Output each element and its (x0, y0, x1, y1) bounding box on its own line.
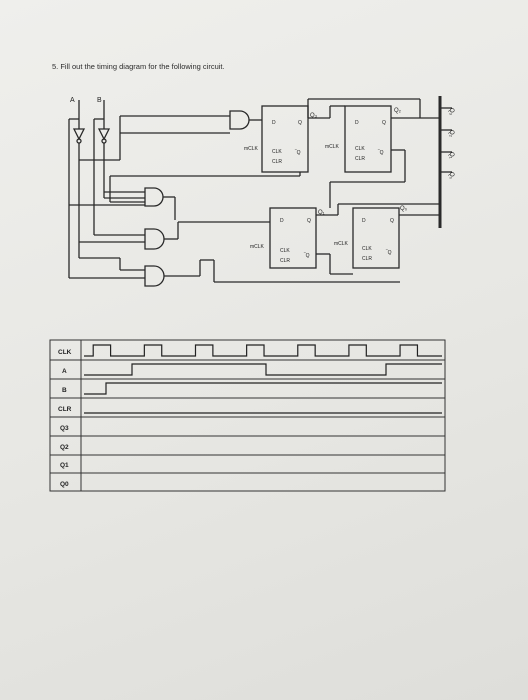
ff-q3-output-label: Q₃ (310, 113, 318, 119)
ff-q1-clr-label: CLR (280, 258, 290, 264)
bus-output-q1-label: Q₁ (448, 152, 454, 159)
ff-q3-clk-label: CLK (272, 149, 282, 155)
ff-q1-output-label: Q₁ (318, 210, 325, 216)
ff-q1-d-label: D (280, 218, 284, 224)
timing-table-border (49, 339, 446, 492)
ff-q3-q-label: Q (298, 120, 302, 126)
ff-q2-d-label: D (355, 120, 359, 126)
ff-q3-d-label: D (272, 120, 276, 126)
ff-q0-q-label: Q (390, 218, 394, 224)
flipflop-q2 (344, 105, 392, 173)
ff-q0-d-label: D (362, 218, 366, 224)
and-gate-3 (144, 265, 165, 287)
flipflop-q1 (269, 207, 317, 269)
input-b-label: B (97, 97, 102, 104)
signal-label-q3: Q3 (60, 425, 69, 432)
ff-q0-mclk-label: mCLK (334, 241, 349, 247)
signal-label-a: A (62, 368, 67, 375)
ff-q3-qbar-label: ‾Q (294, 149, 301, 156)
bus-output-q0-label: Q₀ (448, 172, 454, 180)
bus-output-q3-label: Q₃ (448, 108, 454, 116)
ff-q0-clk-label: CLK (362, 246, 372, 252)
ff-q1-mclk-label: mCLK (250, 244, 265, 250)
ff-q0-output-label: Q₀ (400, 206, 408, 212)
ff-q1-qbar-label: ‾Q (303, 252, 310, 259)
and-gate-top (229, 110, 250, 130)
ff-q2-qbar-label: ‾Q (377, 149, 384, 156)
ff-q1-clk-label: CLK (280, 248, 290, 254)
ff-q0-qbar-label: ‾Q (385, 249, 392, 256)
ff-q2-clk-label: CLK (355, 146, 365, 152)
problem-title: 5. Fill out the timing diagram for the f… (52, 62, 225, 71)
input-a-label: A (70, 97, 75, 104)
flipflop-q3 (261, 105, 309, 173)
b-waveform (84, 382, 442, 395)
signal-label-b: B (62, 387, 67, 394)
clk-waveform (84, 344, 442, 357)
flipflop-q0 (352, 207, 400, 269)
signal-label-q2: Q2 (60, 444, 69, 451)
ff-q2-clr-label: CLR (355, 156, 365, 162)
bus-output-q2-label: Q₂ (448, 130, 454, 138)
signal-label-q1: Q1 (60, 462, 69, 469)
signal-label-q0: Q0 (60, 481, 69, 488)
ff-q3-clr-label: CLR (272, 159, 282, 165)
and-gate-1 (144, 187, 164, 207)
ff-q2-q-label: Q (382, 120, 386, 126)
ff-q0-clr-label: CLR (362, 256, 372, 262)
signal-label-clk: CLK (58, 349, 72, 356)
ff-q2-mclk-label: mCLK (325, 144, 340, 150)
a-waveform (84, 363, 442, 376)
ff-q3-mclk-label: mCLK (244, 146, 259, 152)
ff-q2-output-label: Q₂ (394, 108, 402, 114)
and-gate-2 (144, 228, 165, 250)
ff-q1-q-label: Q (307, 218, 311, 224)
signal-label-clr: CLR (58, 406, 72, 413)
